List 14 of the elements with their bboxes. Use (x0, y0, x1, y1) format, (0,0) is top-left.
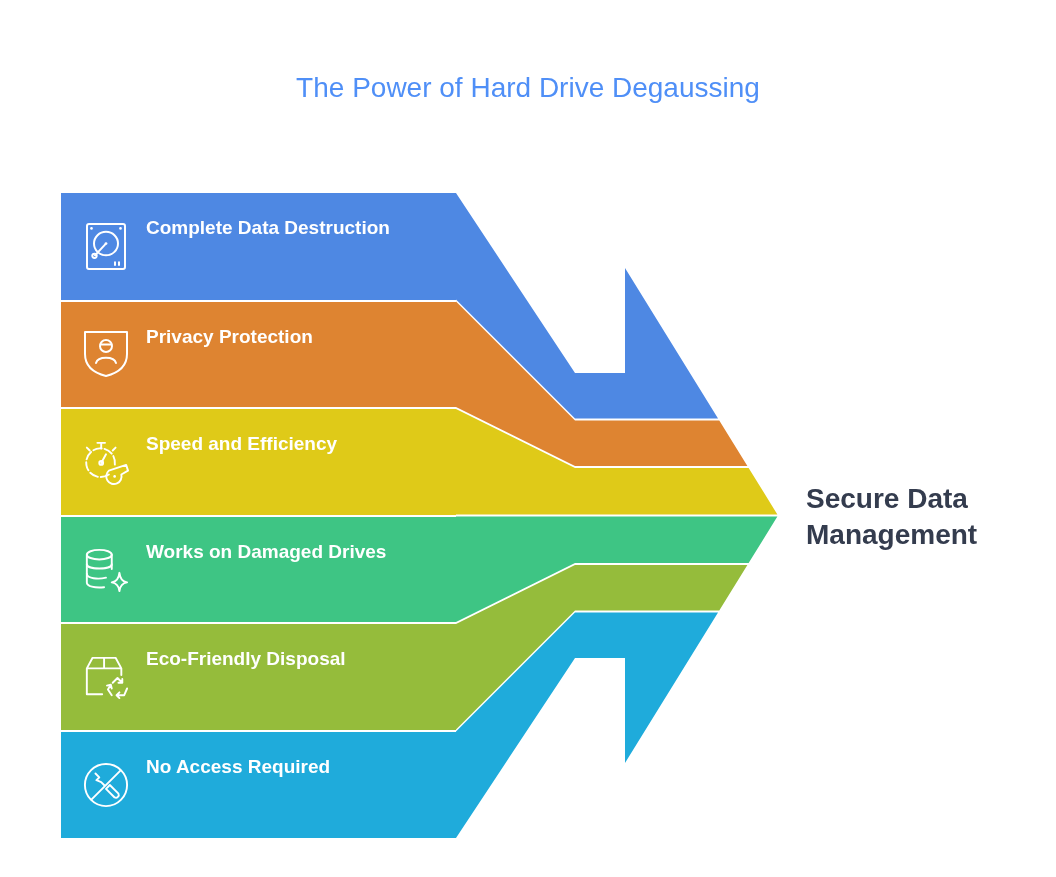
category-band (61, 193, 456, 300)
category-band (61, 409, 456, 515)
band-title: Works on Damaged Drives (146, 539, 388, 563)
category-band (61, 731, 456, 838)
category-band (61, 516, 456, 622)
band-title: Eco-Friendly Disposal (146, 647, 347, 670)
band-title: Privacy Protection (146, 324, 314, 348)
category-band (61, 624, 456, 730)
band-title: No Access Required (146, 754, 332, 778)
outcome-label: Secure Data Management (806, 482, 979, 552)
band-title: Complete Data Destruction (146, 216, 391, 239)
diagram-title: The Power of Hard Drive Degaussing (295, 71, 761, 105)
band-title: Speed and Efficiency (146, 432, 339, 455)
category-band (61, 301, 456, 407)
